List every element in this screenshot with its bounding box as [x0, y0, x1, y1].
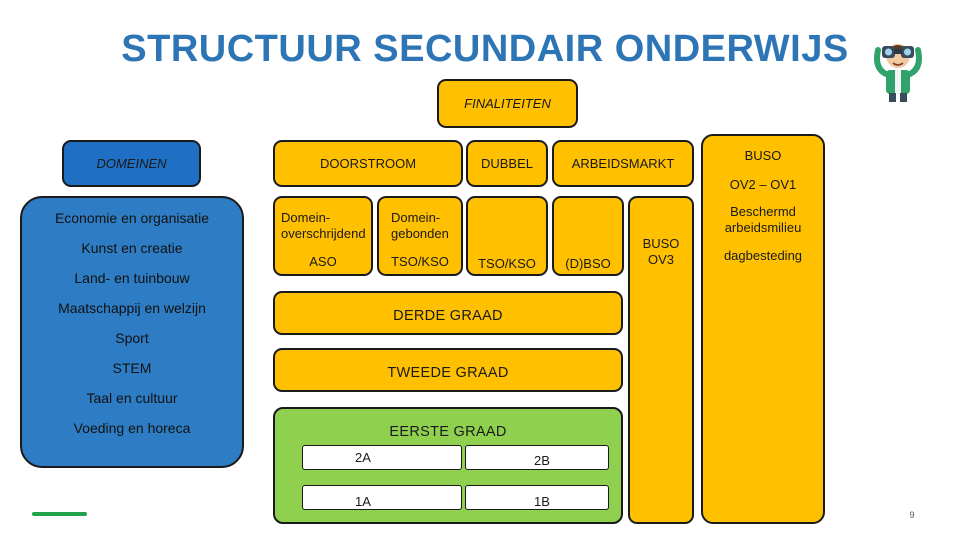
tso-kso-doorstroom-label: TSO/KSO	[391, 254, 449, 269]
graad-2b-label: 2B	[534, 453, 550, 468]
buso-header: BUSO	[744, 148, 782, 163]
page-number: 9	[909, 510, 915, 520]
domein-item: Voeding en horeca	[73, 420, 191, 436]
dubbel-header: DUBBEL	[466, 140, 548, 187]
graad-2a-label: 2A	[355, 450, 371, 465]
domein-item: Kunst en creatie	[81, 240, 183, 256]
buso-arbeidsmilieu: arbeidsmilieu	[724, 220, 802, 236]
doorstroom-header: DOORSTROOM	[273, 140, 463, 187]
eerste-graad-label: EERSTE GRAAD	[389, 424, 507, 440]
dubbel-header-label: DUBBEL	[480, 156, 534, 171]
arbeidsmarkt-header: ARBEIDSMARKT	[552, 140, 694, 187]
domein-item: Taal en cultuur	[86, 390, 178, 406]
graad-2b-box: 2B	[465, 445, 609, 470]
domeinen-header: DOMEINEN	[62, 140, 201, 187]
graad-1b-box: 1B	[465, 485, 609, 510]
domein-item: Economie en organisatie	[54, 210, 210, 226]
graad-1a-label: 1A	[355, 494, 371, 509]
buso-ov3-line2: OV3	[647, 252, 674, 268]
arbeidsmarkt-header-label: ARBEIDSMARKT	[571, 156, 675, 171]
explorer-with-binoculars-icon	[874, 44, 922, 102]
domeinoverschrijdend-box	[273, 196, 373, 276]
domeinoverschrijdend-line1: Domein-	[281, 210, 331, 225]
buso-dagbesteding: dagbesteding	[723, 248, 803, 263]
accent-line	[32, 512, 87, 516]
graad-1a-box: 1A	[302, 485, 462, 510]
domeinen-panel	[20, 196, 244, 468]
tweede-graad-label: TWEEDE GRAAD	[387, 365, 509, 381]
dbso-label: (D)BSO	[565, 256, 611, 271]
derde-graad-box: DERDE GRAAD	[273, 291, 623, 335]
buso-ov2-ov1: OV2 – OV1	[729, 177, 797, 192]
domein-item: Sport	[115, 330, 149, 346]
tweede-graad-box: TWEEDE GRAAD	[273, 348, 623, 392]
buso-ov3-line1: BUSO	[642, 236, 680, 251]
domeingebonden-box	[377, 196, 463, 276]
graad-2a-box: 2A	[302, 445, 462, 470]
dbso-box	[552, 196, 624, 276]
domeingebonden-line2: gebonden	[391, 226, 449, 242]
domein-item: Land- en tuinbouw	[74, 270, 190, 286]
domein-item: STEM	[112, 360, 152, 376]
finaliteiten-box: FINALITEITEN	[437, 79, 578, 128]
page-title: STRUCTUUR SECUNDAIR ONDERWIJS	[121, 28, 849, 70]
buso-column	[701, 134, 825, 524]
tso-kso-dubbel-label: TSO/KSO	[478, 256, 536, 271]
domeingebonden-line1: Domein-	[391, 210, 441, 225]
doorstroom-header-label: DOORSTROOM	[319, 156, 417, 171]
buso-beschermd: Beschermd	[730, 204, 796, 219]
domeinoverschrijdend-line2: overschrijdend	[281, 226, 366, 242]
aso-label: ASO	[309, 254, 337, 269]
graad-1b-label: 1B	[534, 494, 550, 509]
derde-graad-label: DERDE GRAAD	[393, 308, 503, 324]
domein-item: Maatschappij en welzijn	[58, 300, 206, 316]
dubbel-box	[466, 196, 548, 276]
buso-ov3-column	[628, 196, 694, 524]
